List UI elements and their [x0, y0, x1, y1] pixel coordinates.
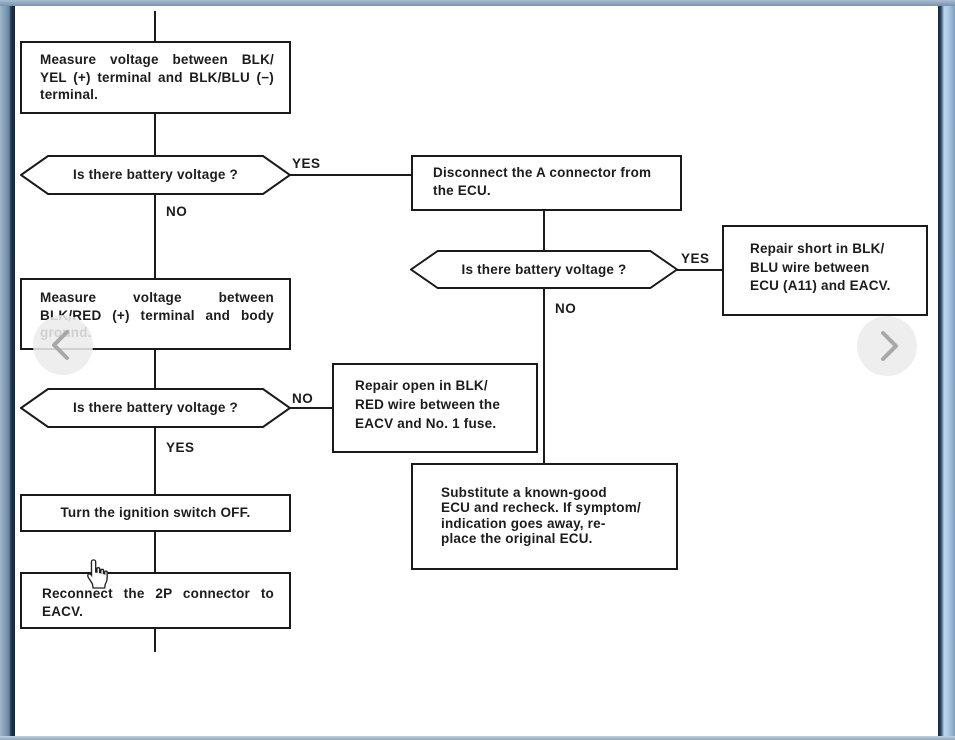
- box-text-line: EACV.: [42, 603, 84, 619]
- box-text-line: Turn the ignition switch OFF.: [60, 505, 251, 521]
- box-text-line: Repair open in BLK/: [355, 378, 488, 393]
- decision-question: Is there battery voltage ?: [461, 261, 627, 277]
- flow-box-repair-open: Repair open in BLK/ RED wire between the…: [332, 363, 538, 453]
- box-text-line: ECU and recheck. If symptom/: [441, 500, 641, 516]
- window-border-right: [938, 0, 955, 740]
- connector-line: [543, 210, 545, 252]
- box-text-line: Reconnect the 2P connector to: [42, 586, 274, 601]
- window-border-left: [0, 0, 15, 740]
- box-text-line: ECU (A11) and EACV.: [750, 278, 891, 293]
- box-text-line: BLU wire between: [750, 259, 870, 275]
- connector-line: [154, 193, 156, 279]
- connector-line: [154, 628, 156, 652]
- branch-label-yes: YES: [681, 251, 710, 266]
- connector-line: [154, 349, 156, 390]
- decision-question: Is there battery voltage ?: [73, 167, 238, 182]
- box-text-line: YEL (+) terminal and BLK/BLU (−): [40, 69, 274, 85]
- prev-image-button[interactable]: [33, 315, 93, 375]
- branch-label-no: NO: [292, 391, 314, 406]
- flow-box-substitute-ecu: Substitute a known-good ECU and recheck.…: [411, 463, 678, 570]
- box-text-line: place the original ECU.: [441, 530, 593, 546]
- hexagon-shape: [410, 250, 678, 289]
- window-border-top: [0, 0, 955, 6]
- hand-cursor-icon: [84, 558, 111, 591]
- branch-label-yes: YES: [292, 156, 321, 171]
- flow-box-disconnect-a-connector: Disconnect the A connector from the ECU.: [411, 155, 682, 211]
- hexagon-shape: [20, 388, 291, 428]
- branch-label-yes: YES: [166, 440, 195, 455]
- box-text-line: terminal.: [40, 87, 99, 102]
- flow-box-repair-short: Repair short in BLK/ BLU wire between EC…: [722, 225, 928, 316]
- box-text-line: Repair short in BLK/: [750, 241, 885, 256]
- box-text-line: RED wire between the: [355, 397, 501, 412]
- connector-line: [154, 427, 156, 495]
- flow-box-reconnect-2p: Reconnect the 2P connector to EACV.: [20, 572, 291, 629]
- box-text-line: BLK/RED (+) terminal and body: [40, 307, 274, 323]
- connector-line: [287, 407, 334, 409]
- branch-label-no: NO: [166, 204, 188, 219]
- window-border-bottom: [0, 736, 955, 740]
- next-image-button[interactable]: [857, 316, 917, 376]
- hexagon-shape: [20, 155, 291, 195]
- box-text-line: Measure voltage between: [40, 290, 274, 305]
- decision-question: Is there battery voltage ?: [73, 400, 238, 415]
- box-text-line: indication goes away, re-: [441, 515, 606, 531]
- box-text-line: Measure voltage between BLK/: [40, 52, 274, 67]
- decision-battery-voltage-1: Is there battery voltage ?: [20, 155, 291, 195]
- decision-battery-voltage-3: Is there battery voltage ?: [20, 388, 291, 428]
- box-text-line: the ECU.: [433, 182, 491, 198]
- flow-box-measure-blkyel-voltage: Measure voltage between BLK/ YEL (+) ter…: [20, 41, 291, 114]
- chevron-left-icon: [52, 330, 69, 360]
- chevron-right-icon: [881, 331, 898, 361]
- box-text-line: EACV and No. 1 fuse.: [355, 416, 497, 431]
- box-text-line: Substitute a known-good: [441, 485, 607, 500]
- connector-line: [674, 269, 722, 271]
- box-text-line: Disconnect the A connector from: [433, 165, 652, 180]
- decision-battery-voltage-2: Is there battery voltage ?: [410, 250, 678, 289]
- connector-line: [543, 288, 545, 465]
- connector-line: [287, 174, 413, 176]
- branch-label-no: NO: [555, 301, 577, 316]
- connector-line: [154, 531, 156, 573]
- flow-box-turn-ignition-off: Turn the ignition switch OFF.: [20, 494, 291, 532]
- connector-line: [154, 11, 156, 41]
- connector-line: [154, 112, 156, 157]
